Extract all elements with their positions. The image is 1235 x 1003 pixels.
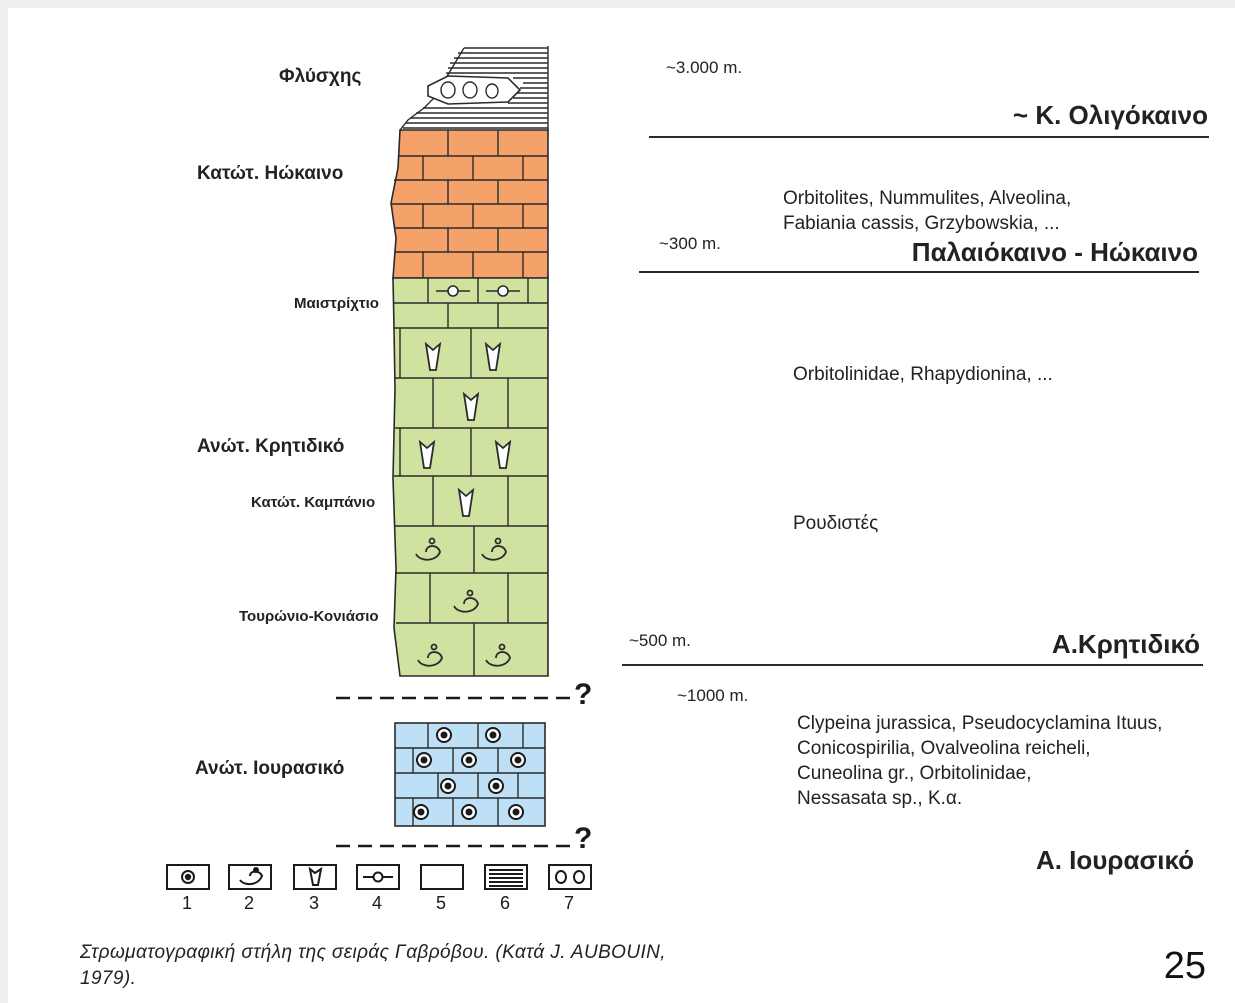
gastropod-symbols: [415, 537, 511, 667]
legend-number-2: 2: [244, 893, 255, 913]
figure-caption-line1: Στρωματογραφική στήλη της σειράς Γαβρόβο…: [80, 942, 666, 963]
stage-lower-campanian: Κατώτ. Καμπάνιο: [251, 494, 376, 511]
rudist-symbols: [418, 341, 512, 517]
stratigraphic-column: [166, 46, 1209, 890]
algae-symbols: [413, 727, 526, 820]
stage-upper-cretaceous: Ανώτ. Κρητιδικό: [197, 436, 345, 457]
thickness-flysch: ~3.000 m.: [666, 58, 743, 77]
stage-turonian-coniacian: Τουρώνιο-Κονιάσιο: [239, 608, 379, 625]
fossils-eocene-line2: Fabiania cassis, Grzybowskia, ...: [783, 213, 1060, 234]
legend-symbols: [166, 864, 592, 890]
fossils-cretaceous: Orbitolinidae, Rhapydionina, ...: [793, 364, 1053, 385]
legend-number-1: 1: [182, 893, 193, 913]
uncertain-mark-lower: ?: [574, 822, 593, 855]
legend-number-5: 5: [436, 893, 447, 913]
fossil-symbol-4: [436, 285, 520, 297]
uncertain-mark-upper: ?: [574, 678, 593, 711]
page-number: 25: [1163, 945, 1206, 987]
stage-lower-eocene: Κατώτ. Ηώκαινο: [197, 163, 344, 184]
thickness-jurassic: ~1000 m.: [677, 686, 749, 705]
legend-number-7: 7: [564, 893, 575, 913]
thickness-eocene: ~300 m.: [659, 234, 721, 253]
stage-flysch: Φλύσχης: [279, 66, 362, 87]
age-paleocene-eocene: Παλαιόκαινο - Ηώκαινο: [911, 237, 1198, 267]
figure-caption-line2: 1979).: [80, 968, 137, 989]
stage-upper-jurassic: Ανώτ. Ιουρασικό: [195, 758, 345, 779]
fossils-jurassic-line1: Clypeina jurassica, Pseudocyclamina Ituu…: [797, 713, 1163, 734]
thickness-cretaceous: ~500 m.: [629, 631, 691, 650]
stage-maastrichtian: Μαιστρίχτιο: [294, 295, 379, 312]
fossils-jurassic-line4: Nessasata sp., Κ.α.: [797, 788, 963, 809]
slide: Φλύσχης Κατώτ. Ηώκαινο Μαιστρίχτιο Ανώτ.…: [8, 8, 1235, 1003]
fossils-eocene-line1: Orbitolites, Nummulites, Alveolina,: [783, 188, 1072, 209]
legend-number-4: 4: [372, 893, 383, 913]
fossils-jurassic-line2: Conicospirilia, Ovalveolina reicheli,: [797, 738, 1091, 759]
legend-number-6: 6: [500, 893, 511, 913]
flysch-layer: [399, 46, 549, 131]
fossils-jurassic-line3: Cuneolina gr., Orbitolinidae,: [797, 763, 1032, 784]
age-cretaceous: Α.Κρητιδικό: [1051, 629, 1200, 659]
fossils-rudists: Ρουδιστές: [793, 513, 879, 534]
legend-number-3: 3: [309, 893, 320, 913]
age-jurassic: Α. Ιουρασικό: [1035, 845, 1194, 875]
age-oligocene: ~ Κ. Ολιγόκαινο: [1012, 100, 1208, 130]
